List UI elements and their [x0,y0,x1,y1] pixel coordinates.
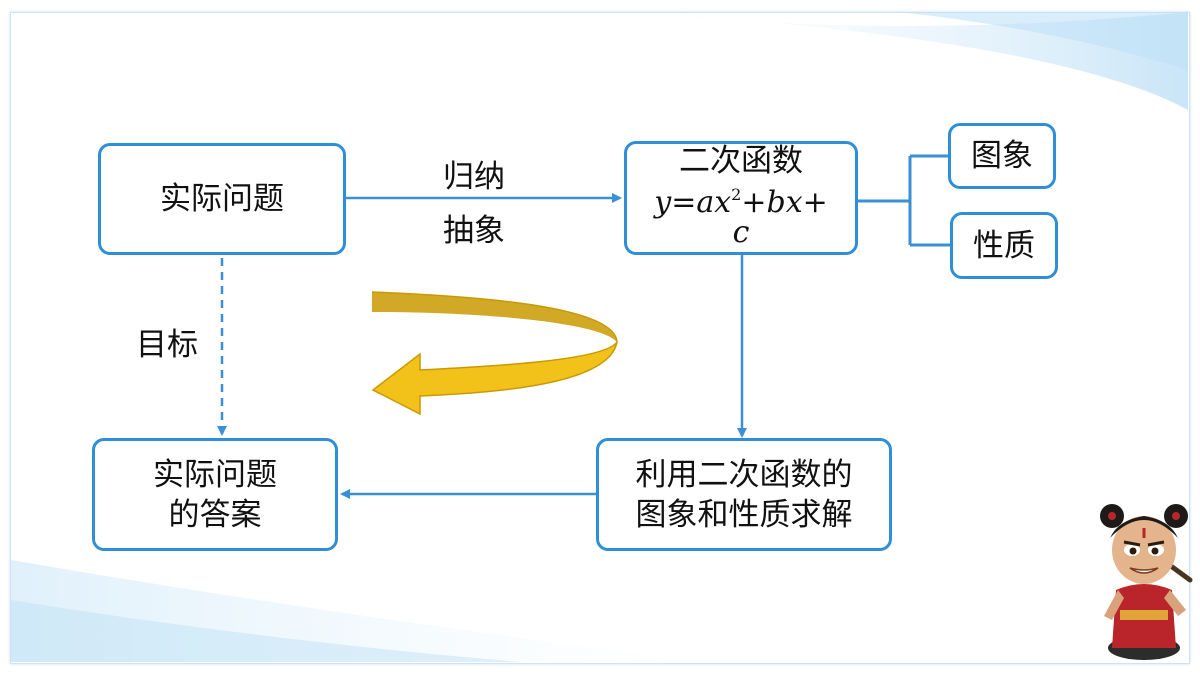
solve-box: 利用二次函数的 图象和性质求解 [596,438,892,551]
actual-problem-box: 实际问题 [98,143,346,255]
label-induce: 归纳 [443,159,505,195]
formula-plus1: + [741,185,767,220]
graph-box: 图象 [948,123,1056,189]
cartoon-character-icon [1100,504,1193,660]
bracket-connector [858,154,950,247]
answer-box: 实际问题 的答案 [92,438,338,551]
formula-y: y [654,185,672,220]
formula-x: x [714,185,732,220]
quadratic-function-box: 二次函数 y=ax2+bx+ c [624,141,858,255]
actual-problem-text: 实际问题 [160,181,284,217]
quadratic-formula: y=ax2+bx+ [654,178,828,220]
answer-line2: 的答案 [168,496,262,533]
answer-line1: 实际问题 [153,456,277,493]
solve-line1: 利用二次函数的 [635,456,853,493]
formula-c: c [732,215,750,250]
formula-a: a [696,185,715,220]
properties-text: 性质 [973,227,1035,264]
properties-box: 性质 [950,212,1058,279]
label-goal: 目标 [136,327,198,363]
solve-line2: 图象和性质求解 [635,496,853,533]
label-abstract: 抽象 [443,213,505,249]
formula-eq: = [671,185,697,220]
graph-text: 图象 [971,138,1033,174]
formula-bx: bx [766,185,803,220]
formula-plus2: + [802,185,828,220]
slide-frame [10,12,1190,664]
formula-exp: 2 [731,185,742,204]
quadratic-function-title: 二次函数 [679,143,803,179]
